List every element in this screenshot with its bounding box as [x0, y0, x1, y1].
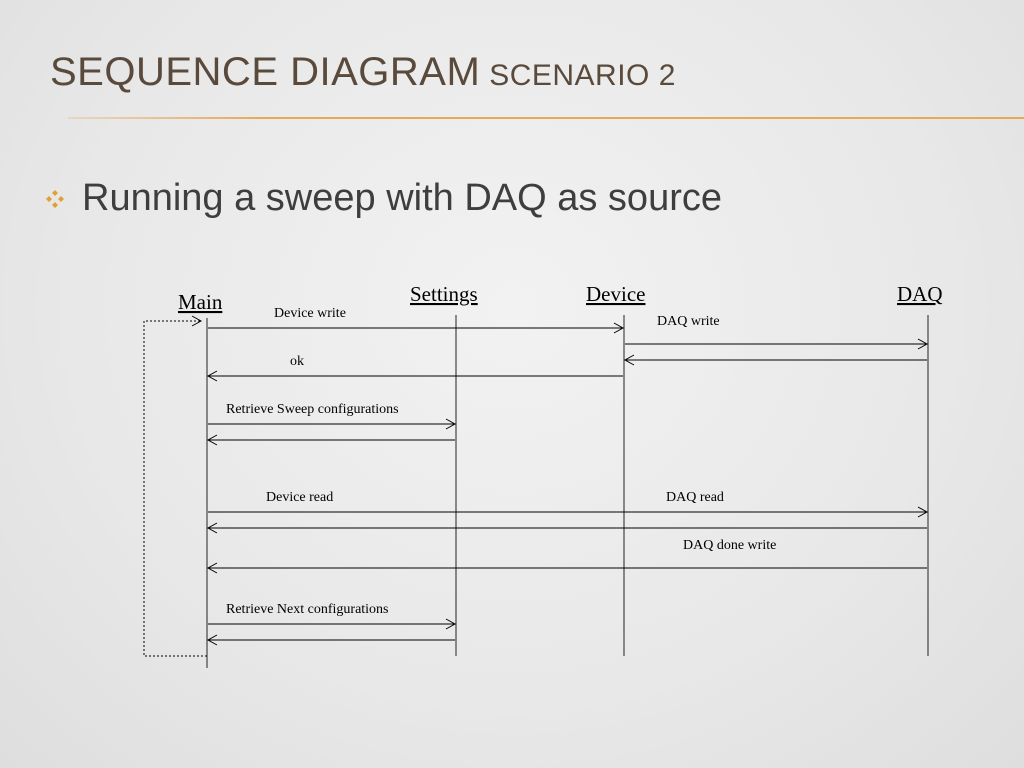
participant-main: Main — [178, 290, 223, 314]
diamond-bullet-icon — [46, 189, 64, 208]
message-daq-read-label: DAQ read — [666, 490, 724, 505]
loop-back-connector — [143, 315, 207, 657]
participant-device: Device — [586, 282, 645, 306]
participant-settings: Settings — [410, 282, 478, 306]
message-device-write-label: Device write — [274, 306, 346, 321]
message-daq-write-label: DAQ write — [657, 314, 720, 329]
message-retrieve-sweep-label: Retrieve Sweep configurations — [226, 402, 399, 417]
slide-title: SEQUENCE DIAGRAM SCENARIO 2 — [50, 52, 676, 92]
slide-title-main: SEQUENCE DIAGRAM — [50, 50, 481, 94]
message-ok-label: ok — [290, 354, 304, 369]
message-device-read-label: Device read — [266, 490, 333, 505]
message-daq-done-write-label: DAQ done write — [683, 538, 776, 553]
title-divider — [68, 117, 1024, 119]
bullet-point: Running a sweep with DAQ as source — [44, 176, 722, 222]
bullet-text: Running a sweep with DAQ as source — [82, 177, 722, 219]
slide-title-sub: SCENARIO 2 — [489, 59, 676, 92]
participant-daq: DAQ — [897, 282, 943, 306]
message-retrieve-next-label: Retrieve Next configurations — [226, 602, 389, 617]
